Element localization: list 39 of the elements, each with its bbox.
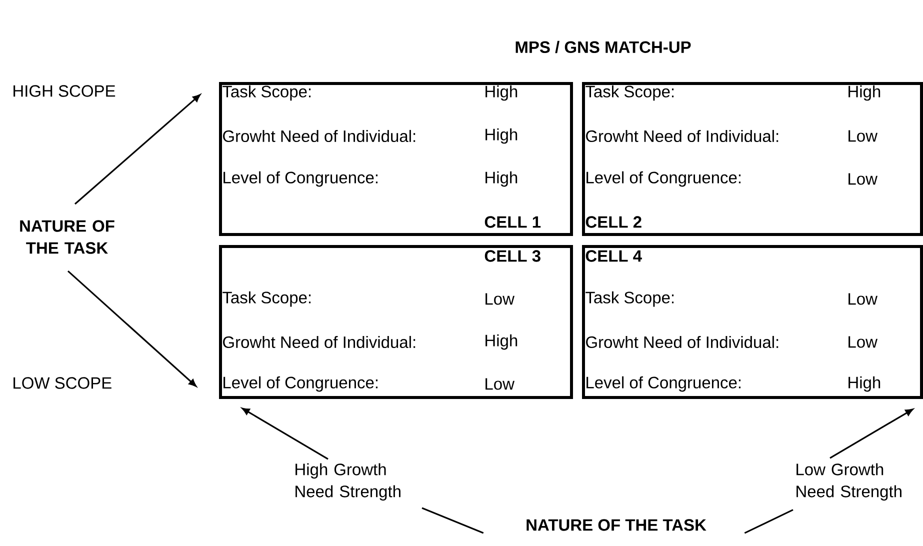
row-value: High [486,128,518,144]
row-label: Task Scope: [222,85,311,101]
row-label: Growht Need of Individual: [223,336,416,348]
axis-label: High Growth Need Strength [296,463,400,501]
row-label: Growht Need of Individual: [223,130,416,142]
title: MPS / GNS MATCH-UP [516,40,691,54]
row-label: Task Scope: [222,291,311,307]
row-label: Level of Congruence: [586,171,740,187]
row-label: Level of Congruence: [224,171,378,187]
cell-number: CELL 4 [586,250,642,262]
row-value: High [486,334,518,350]
row-label: Level of Congruence: [224,376,378,392]
row-value: Low [486,378,514,390]
row-label: Task Scope: [586,85,674,101]
row-value: Low [848,336,878,348]
row-value: Low [848,130,878,142]
row-label: Growht Need of Individual: [586,336,778,348]
arrow [830,408,914,459]
heading-label: NATURE OF THE TASK [20,220,114,254]
heading-label: NATURE OF THE TASK [526,519,706,531]
row-value: High [486,85,518,101]
row-value: High [486,171,518,187]
scope-label: HIGH SCOPE [14,85,116,97]
row-label: Task Scope: [586,291,674,307]
row-value: Low [848,173,878,185]
cell-number: CELL 2 [586,216,642,228]
arrow [242,408,328,460]
row-value: Low [486,293,514,305]
row-value: Low [848,293,878,305]
cell-number: CELL 3 [484,250,540,262]
arrow [67,270,196,387]
cell-number: CELL 1 [484,216,541,228]
axis-label: Low Growth Need Strength [796,463,902,501]
scope-label: LOW SCOPE [14,377,112,389]
row-value: High [848,376,880,392]
row-label: Level of Congruence: [586,376,740,392]
arrow [74,94,200,205]
row-label: Growht Need of Individual: [586,130,778,142]
row-value: High [848,85,880,101]
